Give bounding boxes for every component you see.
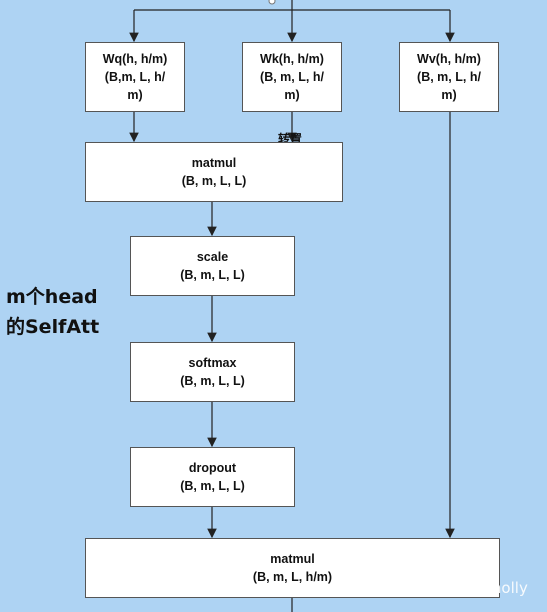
wv-line3: m) — [441, 88, 457, 102]
wv-line2: (B, m, L, h/ — [417, 70, 481, 84]
wq-box: Wq(h, h/m) (B,m, L, h/ m) — [85, 42, 185, 112]
wq-line2: (B,m, L, h/ — [104, 70, 166, 84]
dropout-box: dropout (B, m, L, L) — [130, 447, 295, 507]
matmul-box-1: matmul (B, m, L, L) — [85, 142, 343, 202]
watermark: 知乎 @Connolly — [413, 579, 528, 597]
wk-line1: Wk(h, h/m) — [260, 52, 324, 66]
side-caption-line1: m个head — [6, 286, 98, 308]
matmul1-line2: (B, m, L, L) — [181, 174, 247, 188]
scale-line2: (B, m, L, L) — [180, 268, 245, 282]
wk-box: Wk(h, h/m) (B, m, L, h/ m) — [242, 42, 342, 112]
matmul-box-2: matmul (B, m, L, h/m) — [85, 538, 500, 598]
wv-line1: Wv(h, h/m) — [417, 52, 481, 66]
wk-line3: m) — [284, 88, 300, 102]
side-caption-line2: 的SelfAtt — [6, 316, 100, 338]
softmax-box: softmax (B, m, L, L) — [130, 342, 295, 402]
input-port — [268, 0, 276, 5]
wq-line1: Wq(h, h/m) — [102, 52, 168, 66]
matmul1-line1: matmul — [191, 156, 237, 170]
dropout-line2: (B, m, L, L) — [180, 479, 245, 493]
matmul2-line1: matmul — [270, 552, 315, 566]
dropout-line1: dropout — [188, 461, 237, 475]
scale-box: scale (B, m, L, L) — [130, 236, 295, 296]
wq-line3: m) — [127, 88, 143, 102]
softmax-line1: softmax — [188, 356, 237, 370]
wv-box: Wv(h, h/m) (B, m, L, h/ m) — [399, 42, 499, 112]
side-caption: m个head 的SelfAtt — [6, 282, 99, 342]
softmax-line2: (B, m, L, L) — [180, 374, 245, 388]
matmul2-line2: (B, m, L, h/m) — [252, 570, 333, 584]
scale-line1: scale — [196, 250, 229, 264]
wk-line2: (B, m, L, h/ — [260, 70, 324, 84]
